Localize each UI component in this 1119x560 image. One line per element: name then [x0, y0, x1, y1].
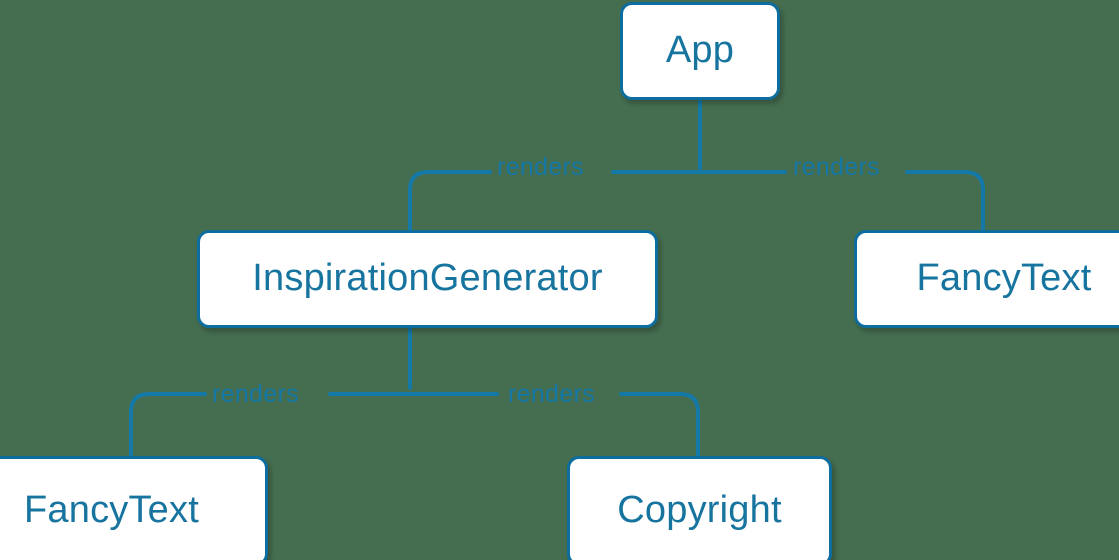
node-inspirationgenerator[interactable]: InspirationGenerator [197, 230, 658, 328]
edge-label-inspirationgenerator-to-copyright: renders [508, 380, 595, 408]
edge-label-app-to-inspirationgenerator: renders [497, 153, 584, 181]
node-app-label: App [665, 28, 735, 71]
node-fancytext-right-label: FancyText [916, 256, 1092, 299]
node-copyright[interactable]: Copyright [567, 456, 832, 560]
node-fancytext-left-label: FancyText [24, 488, 199, 531]
node-fancytext-left[interactable]: FancyText [0, 456, 268, 560]
node-inspirationgenerator-label: InspirationGenerator [252, 256, 603, 299]
node-copyright-label: Copyright [617, 488, 782, 531]
edge-label-inspirationgenerator-to-fancytext-left: renders [212, 380, 299, 408]
node-app[interactable]: App [620, 2, 780, 100]
node-fancytext-right[interactable]: FancyText [854, 230, 1119, 328]
edge-label-app-to-fancytext-right: renders [793, 153, 880, 181]
